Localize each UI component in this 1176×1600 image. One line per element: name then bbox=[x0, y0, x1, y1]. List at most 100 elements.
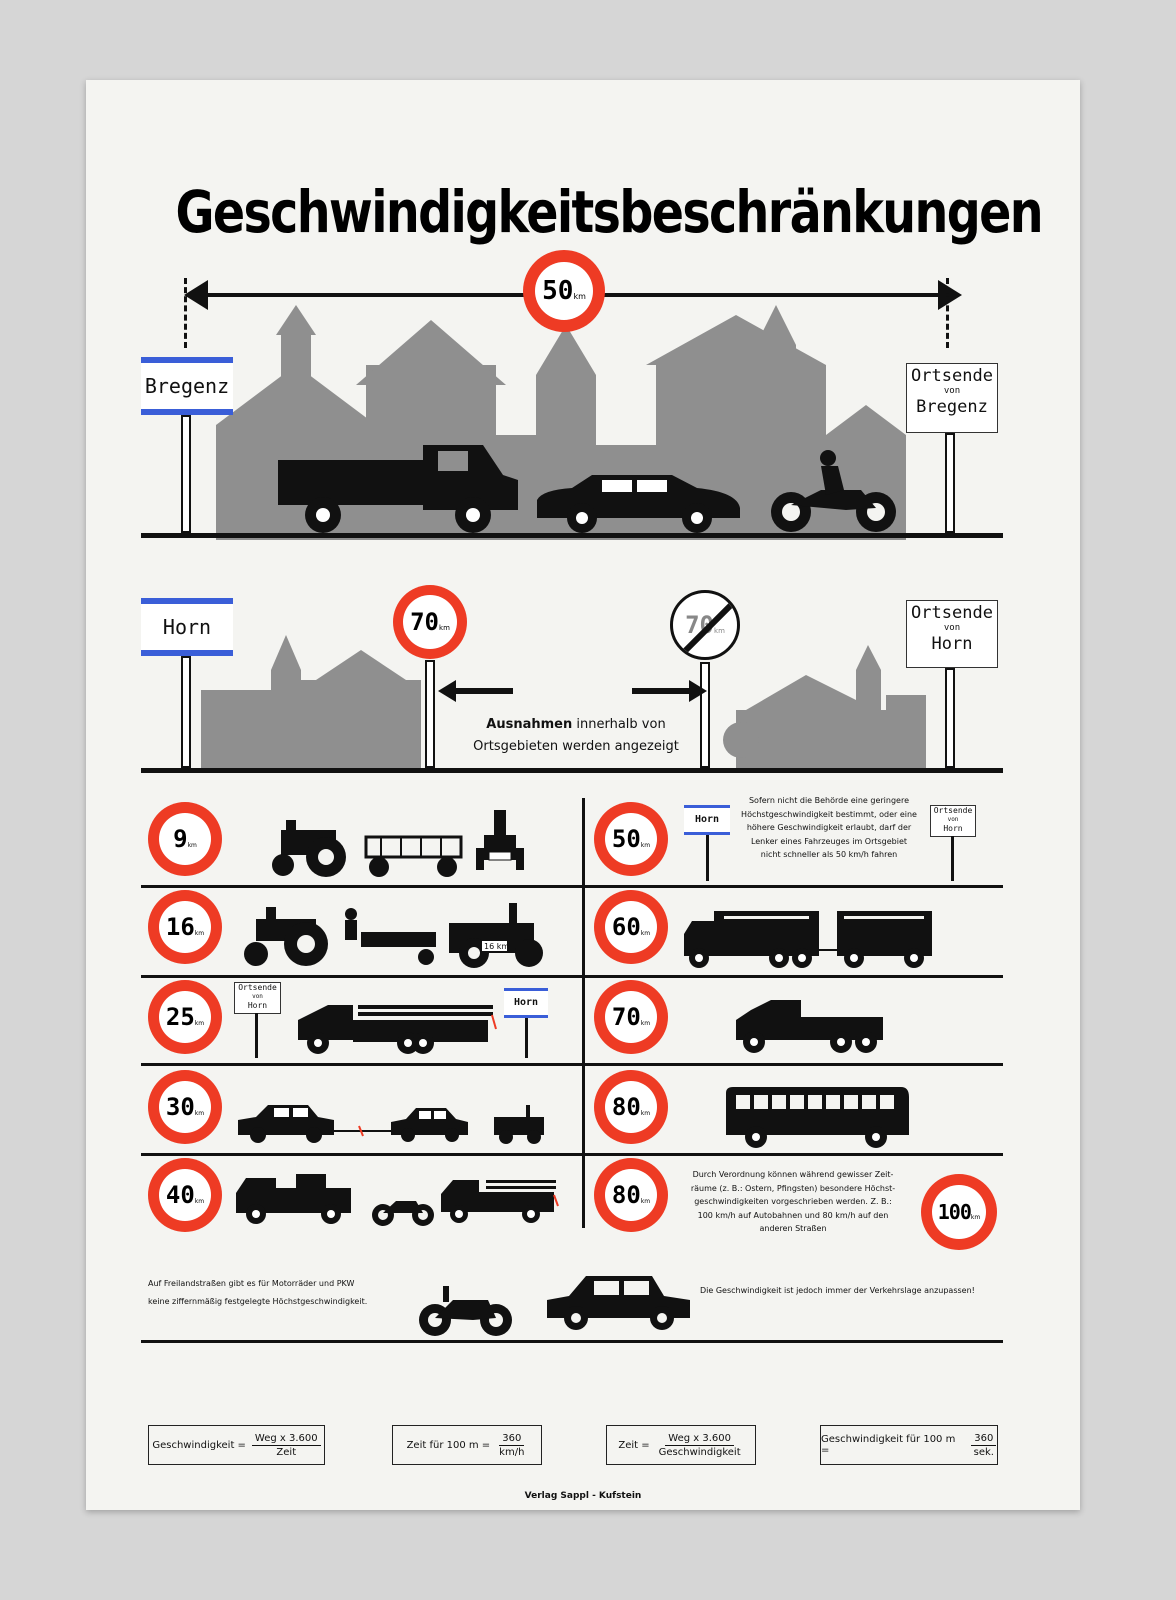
formula-denominator: sek. bbox=[973, 1446, 994, 1458]
dashed-boundary-left bbox=[184, 278, 187, 348]
moped-icon bbox=[372, 1201, 434, 1226]
sign-pole bbox=[945, 433, 955, 533]
pickup-with-cattle-icon bbox=[236, 1174, 351, 1224]
caption-text: innerhalb von bbox=[572, 717, 666, 732]
speed-limit-sign-70: 70km bbox=[594, 980, 668, 1054]
table-divider bbox=[582, 798, 585, 1228]
speed-limit-sign-80: 80km bbox=[594, 1070, 668, 1144]
sign-line: Ortsende bbox=[911, 603, 993, 623]
truck-with-load-icon bbox=[441, 1180, 559, 1223]
sign-value: 16 bbox=[165, 913, 195, 941]
car-towing-car-icon bbox=[238, 1105, 544, 1144]
sign-unit: km bbox=[573, 292, 586, 301]
sign-value: 40 bbox=[165, 1181, 195, 1209]
dashed-boundary-right bbox=[946, 278, 949, 348]
sign-line: Horn bbox=[931, 634, 973, 654]
formula-numerator: 360 bbox=[499, 1433, 525, 1446]
sign-line: von bbox=[252, 993, 263, 1000]
speed-limit-sign-40: 40km bbox=[148, 1158, 222, 1232]
right-row-1-text: Sofern nicht die Behörde eine geringere … bbox=[736, 794, 922, 862]
arrow-right-icon bbox=[938, 280, 962, 310]
sign-line: Bregenz bbox=[916, 397, 988, 417]
sign-unit: km bbox=[187, 842, 197, 849]
exception-caption: Ausnahmen innerhalb von Ortsgebieten wer… bbox=[456, 714, 696, 758]
text-line: keine ziffernmäßig festgelegte Höchstges… bbox=[148, 1297, 368, 1306]
town-exit-sign-bregenz: Ortsende von Bregenz bbox=[906, 363, 998, 433]
row-line bbox=[141, 1153, 1003, 1156]
end-speed-limit-sign-70: 70km bbox=[670, 590, 740, 660]
formula-denominator: km/h bbox=[499, 1446, 525, 1458]
sign-pole bbox=[425, 660, 435, 768]
sign-pole bbox=[255, 1013, 258, 1058]
car-icon bbox=[537, 475, 740, 533]
bottom-note-left: Auf Freilandstraßen gibt es für Motorräd… bbox=[148, 1275, 408, 1311]
sign-value: 80 bbox=[611, 1181, 641, 1209]
speed-limit-sign-100: 100km bbox=[921, 1174, 997, 1250]
speed-limit-sign-9: 9km bbox=[148, 802, 222, 876]
text-line: Lenker eines Fahrzeuges im Ortsgebiet bbox=[750, 836, 908, 846]
sign-pole bbox=[525, 1018, 528, 1058]
sign-line: Ortsende bbox=[911, 366, 993, 386]
sign-unit: km bbox=[194, 930, 205, 937]
sign-value: 50 bbox=[611, 825, 641, 853]
sign-pole bbox=[181, 415, 191, 533]
sign-value: 70 bbox=[611, 1003, 641, 1031]
tractor-with-driver-icon bbox=[244, 907, 436, 966]
bottom-note-right: Die Geschwindigkeit ist jedoch immer der… bbox=[700, 1286, 975, 1295]
sign-pole bbox=[700, 662, 710, 768]
sign-line: Ortsende bbox=[238, 983, 277, 992]
motorcycle-rider-icon bbox=[771, 450, 896, 532]
poster: Geschwindigkeitsbeschränkungen bbox=[86, 80, 1080, 1510]
formula-denominator: Geschwindigkeit bbox=[658, 1446, 741, 1458]
sign-line: von bbox=[947, 816, 959, 823]
speed-limit-sign-70: 70km bbox=[393, 585, 467, 659]
arrow-right-icon bbox=[632, 680, 707, 702]
formula-denominator: Zeit bbox=[276, 1446, 297, 1458]
text-line: nicht schneller als 50 km/h fahren bbox=[760, 850, 898, 859]
town-entry-sign-bregenz: Bregenz bbox=[141, 357, 233, 415]
sign-value: 100 bbox=[937, 1200, 972, 1224]
sign-value: 50 bbox=[542, 276, 574, 306]
sign-pole bbox=[945, 668, 955, 768]
text-line: Höchstgeschwindigkeit bestimmt, oder ein… bbox=[741, 809, 917, 819]
sign-unit: km bbox=[640, 1110, 651, 1117]
sign-value: 25 bbox=[165, 1003, 195, 1031]
car-icon bbox=[547, 1276, 690, 1330]
speed-limit-sign-50: 50km bbox=[523, 250, 605, 332]
speed-limit-sign-80: 80km bbox=[594, 1158, 668, 1232]
tractor-rear-icon bbox=[476, 810, 524, 870]
town-silhouette-middle bbox=[201, 635, 926, 770]
sign-unit: km bbox=[714, 627, 725, 635]
formula-label: Geschwindigkeit = bbox=[152, 1439, 246, 1451]
sign-line: von bbox=[943, 386, 961, 396]
town-exit-sign-horn-small: Ortsende von Horn bbox=[930, 805, 976, 837]
row-line bbox=[141, 975, 1003, 978]
speed-limit-sign-16: 16km bbox=[148, 890, 222, 964]
speed-limit-sign-50: 50km bbox=[594, 802, 668, 876]
formula-numerator: Weg x 3.600 bbox=[251, 1433, 321, 1446]
sign-line: Horn bbox=[943, 824, 963, 833]
sign-line: Ortsende bbox=[933, 806, 973, 815]
sign-line: von bbox=[943, 623, 961, 633]
text-line: anderen Straßen bbox=[759, 1224, 827, 1233]
formula-label: Zeit = bbox=[618, 1439, 650, 1451]
sign-unit: km bbox=[640, 1020, 651, 1027]
text-line: Sofern nicht die Behörde eine geringere bbox=[748, 796, 910, 805]
sign-unit: km bbox=[194, 1110, 205, 1117]
caption-bold: Ausnahmen bbox=[486, 717, 573, 732]
sign-line: Horn bbox=[247, 1001, 268, 1010]
arrow-left-icon bbox=[438, 680, 513, 702]
formula-numerator: Weg x 3.600 bbox=[665, 1433, 734, 1446]
speed-limit-sign-60: 60km bbox=[594, 890, 668, 964]
sign-pole bbox=[181, 656, 191, 768]
text-line: Auf Freilandstraßen gibt es für Motorräd… bbox=[148, 1279, 355, 1288]
speed-limit-sign-30: 30km bbox=[148, 1070, 222, 1144]
sign-value: 60 bbox=[611, 913, 641, 941]
town-exit-sign-horn: Ortsende von Horn bbox=[906, 600, 998, 668]
town-entry-sign-horn-small: Horn bbox=[684, 805, 730, 835]
text-line: räume (z. B.: Ostern, Pfingsten) besonde… bbox=[690, 1183, 896, 1193]
